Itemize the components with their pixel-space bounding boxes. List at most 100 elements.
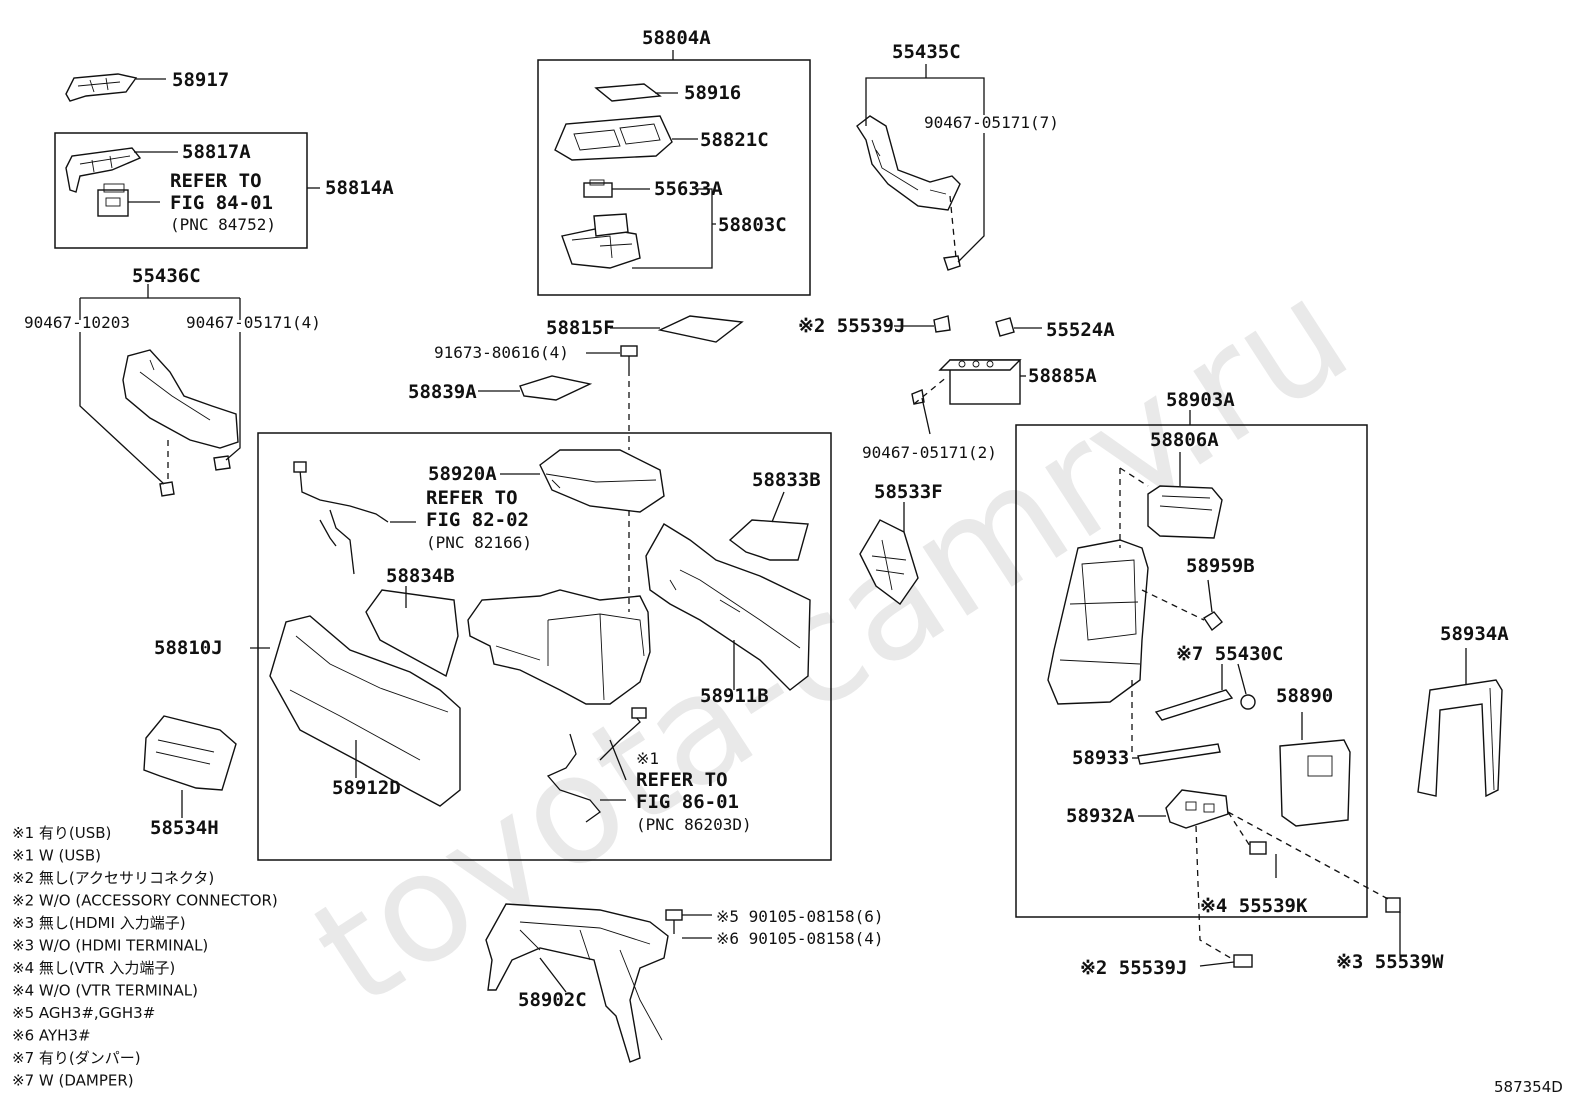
label-ref82-line3: (PNC 82166) bbox=[426, 533, 532, 552]
part-usb-module-shape bbox=[97, 183, 129, 217]
legend-line: ※3 無し(HDMI 入力端子) bbox=[12, 914, 186, 932]
part-55539W-shape bbox=[1385, 897, 1401, 913]
legend-line: ※2 無し(アクセサリコネクタ) bbox=[12, 869, 214, 887]
label-58814A: 58814A bbox=[325, 177, 394, 199]
label-58839A: 58839A bbox=[408, 381, 477, 403]
group-box-58903A bbox=[1015, 424, 1368, 918]
label-58834B: 58834B bbox=[386, 565, 455, 587]
label-58933: 58933 bbox=[1072, 747, 1129, 769]
part-58834B-shape bbox=[365, 589, 459, 678]
part-55633A-shape bbox=[583, 179, 613, 198]
label-58534H: 58534H bbox=[150, 817, 219, 839]
label-58934A: 58934A bbox=[1440, 623, 1509, 645]
label-91673-80616: 91673-80616(4) bbox=[434, 343, 569, 362]
part-58534H-shape bbox=[143, 715, 237, 791]
label-90467-05171-4: 90467-05171(4) bbox=[186, 313, 321, 332]
label-ref86-line3: (PNC 86203D) bbox=[636, 815, 752, 834]
part-58839A-shape bbox=[519, 375, 593, 401]
label-58959B: 58959B bbox=[1186, 555, 1255, 577]
part-91673-screw-shape bbox=[620, 345, 638, 370]
legend-line: ※1 W (USB) bbox=[12, 847, 101, 865]
label-58911B: 58911B bbox=[700, 685, 769, 707]
label-90467-05171-7: 90467-05171(7) bbox=[924, 113, 1059, 132]
part-58817A-shape bbox=[65, 147, 142, 193]
part-55435C-shape bbox=[856, 115, 961, 211]
legend-line: ※3 W/O (HDMI TERMINAL) bbox=[12, 937, 208, 955]
label-58932A: 58932A bbox=[1066, 805, 1135, 827]
label-55539K: ※4 55539K bbox=[1200, 895, 1308, 917]
part-58806A-shape bbox=[1147, 485, 1223, 539]
legend-line: ※7 有り(ダンパー) bbox=[12, 1049, 141, 1067]
label-90467-05171-2: 90467-05171(2) bbox=[862, 443, 997, 462]
diagram-code: 587354D bbox=[1494, 1078, 1563, 1096]
label-58917: 58917 bbox=[172, 69, 229, 91]
label-58810J: 58810J bbox=[154, 637, 223, 659]
label-90467-10203: 90467-10203 bbox=[24, 313, 130, 332]
part-55539J-bottom-shape bbox=[1233, 954, 1253, 968]
label-ref82-line2: FIG 82-02 bbox=[426, 509, 529, 531]
label-58920A: 58920A bbox=[428, 463, 497, 485]
part-harness-86-connector-shape bbox=[631, 707, 647, 719]
part-55436C-shape bbox=[122, 349, 239, 449]
label-55430C: ※7 55430C bbox=[1176, 643, 1283, 665]
part-58917-shape bbox=[65, 73, 138, 102]
label-ref86-line1: REFER TO bbox=[636, 769, 728, 791]
label-58804A: 58804A bbox=[642, 27, 711, 49]
label-ref82-line1: REFER TO bbox=[426, 487, 518, 509]
part-clip-55436C-left-shape bbox=[159, 481, 175, 497]
label-58885A: 58885A bbox=[1028, 365, 1097, 387]
label-90105-08158-4: ※6 90105-08158(4) bbox=[716, 929, 884, 948]
part-58821C-shape bbox=[554, 115, 673, 161]
label-58902C: 58902C bbox=[518, 989, 587, 1011]
label-58912D: 58912D bbox=[332, 777, 401, 799]
label-58815F: 58815F bbox=[546, 317, 615, 339]
label-55539J-top: ※2 55539J bbox=[798, 315, 905, 337]
legend-line: ※7 W (DAMPER) bbox=[12, 1072, 134, 1090]
label-58533F: 58533F bbox=[874, 481, 943, 503]
label-58890: 58890 bbox=[1276, 685, 1333, 707]
part-58916-shape bbox=[594, 83, 662, 102]
part-harness-82-shape bbox=[299, 469, 389, 575]
part-58903A-panel-shape bbox=[1047, 539, 1149, 705]
legend-line: ※4 無し(VTR 入力端子) bbox=[12, 959, 175, 977]
legend-line: ※6 AYH3# bbox=[12, 1027, 91, 1045]
part-55539J-top-shape bbox=[933, 315, 951, 333]
label-55539J-bottom: ※2 55539J bbox=[1080, 957, 1187, 979]
label-55633A: 55633A bbox=[654, 178, 723, 200]
part-58933-shape bbox=[1137, 743, 1221, 765]
label-58903A: 58903A bbox=[1166, 389, 1235, 411]
part-58533F-shape bbox=[859, 519, 919, 605]
part-58911B-shape bbox=[645, 523, 811, 691]
legend-line: ※2 W/O (ACCESSORY CONNECTOR) bbox=[12, 892, 278, 910]
label-ref84-line1: REFER TO bbox=[170, 170, 262, 192]
part-55524A-shape bbox=[995, 317, 1015, 337]
label-55539W: ※3 55539W bbox=[1336, 951, 1444, 973]
part-58815F-shape bbox=[657, 315, 744, 343]
label-58806A: 58806A bbox=[1150, 429, 1219, 451]
part-90105-bolt-shape bbox=[665, 909, 683, 934]
part-harness-82-connector-shape bbox=[293, 461, 307, 473]
part-58803C-shape bbox=[561, 213, 641, 269]
label-55524A: 55524A bbox=[1046, 319, 1115, 341]
part-clip-58885A-shape bbox=[911, 389, 925, 405]
group-box-58810J bbox=[257, 432, 832, 861]
part-55430C-shape bbox=[1154, 689, 1256, 721]
label-58817A: 58817A bbox=[182, 141, 251, 163]
label-ref84-line3: (PNC 84752) bbox=[170, 215, 276, 234]
legend-line: ※4 W/O (VTR TERMINAL) bbox=[12, 982, 198, 1000]
part-58833B-shape bbox=[728, 519, 809, 561]
part-58890-shape bbox=[1279, 739, 1351, 827]
part-58934A-shape bbox=[1417, 679, 1503, 798]
label-55436C: 55436C bbox=[132, 265, 201, 287]
label-58821C: 58821C bbox=[700, 129, 769, 151]
part-58959B-shape bbox=[1203, 611, 1223, 632]
part-58920A-shape bbox=[539, 449, 665, 513]
group-box-58804A bbox=[537, 59, 811, 296]
legend-line: ※1 有り(USB) bbox=[12, 824, 111, 842]
legend: ※1 有り(USB) ※1 W (USB) ※2 無し(アクセサリコネクタ) ※2 W… bbox=[12, 824, 278, 1090]
label-ref86-line2: FIG 86-01 bbox=[636, 791, 739, 813]
part-console-body-shape bbox=[467, 589, 651, 705]
part-58932A-shape bbox=[1165, 789, 1229, 829]
legend-line: ※5 AGH3#,GGH3# bbox=[12, 1004, 155, 1022]
